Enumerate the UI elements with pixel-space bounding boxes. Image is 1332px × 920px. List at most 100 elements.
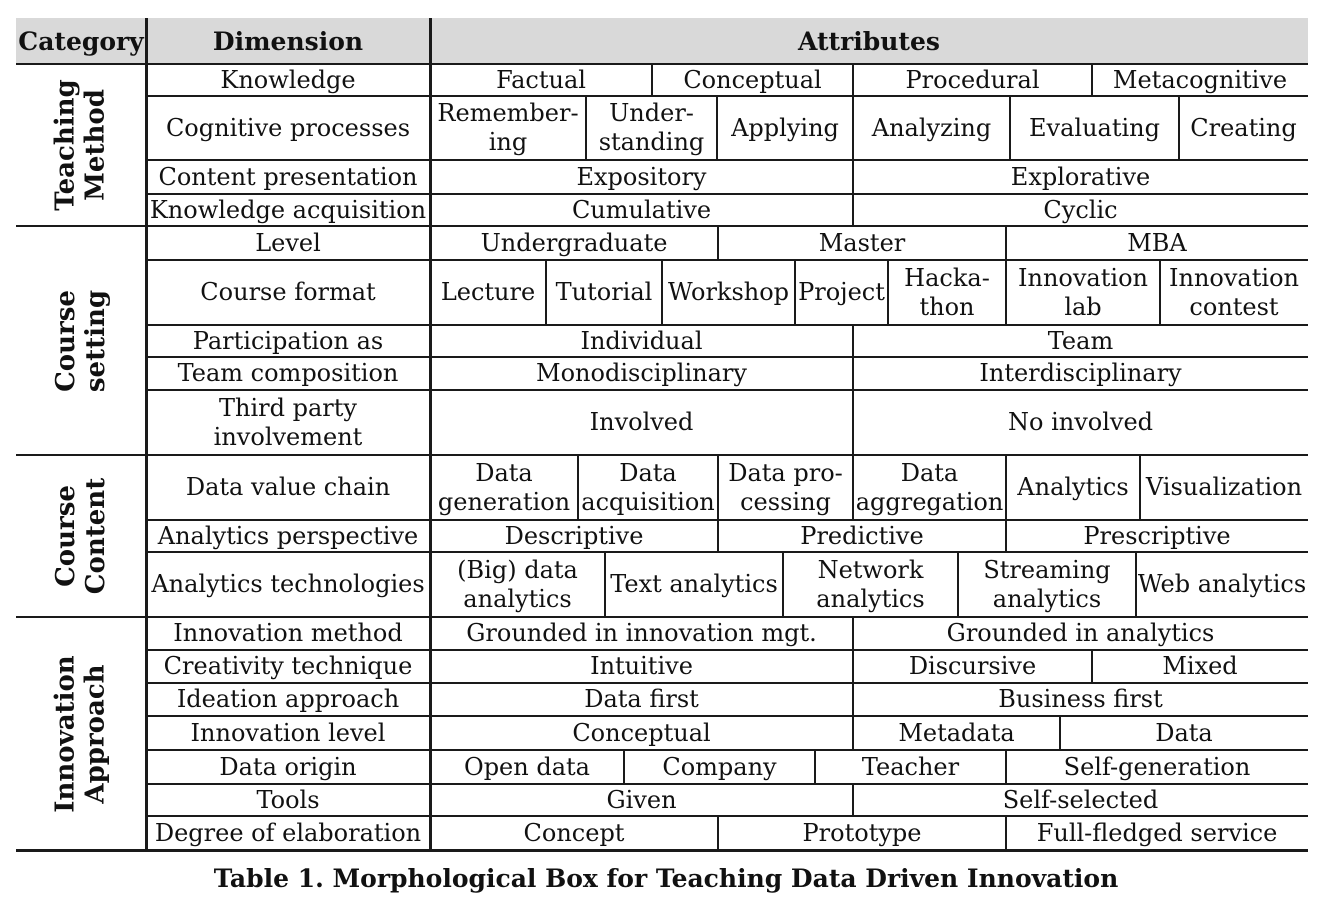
attribute-divider [1091, 650, 1093, 683]
category-cell: Teaching Method [16, 64, 146, 226]
category-label: Teaching Method [51, 79, 112, 211]
attribute-divider [585, 96, 587, 160]
row-divider [146, 519, 1308, 521]
attribute-cell: Business first [998, 685, 1163, 713]
table-bottom-line [16, 849, 1308, 852]
attribute-cell: Concept [523, 818, 625, 847]
attribute-cell: Workshop [667, 278, 790, 306]
category-cell: Course setting [16, 226, 146, 455]
category-divider [16, 454, 146, 456]
attribute-cell: Data aggregation [855, 458, 1004, 516]
row-divider [146, 225, 1308, 227]
dimension-cell: Ideation approach [176, 685, 400, 713]
attribute-cell: Analyzing [871, 113, 992, 142]
attribute-cell: Conceptual [683, 65, 822, 94]
category-cell: Course Content [16, 455, 146, 617]
row-divider [146, 356, 1308, 358]
attribute-cell: Interdisciplinary [979, 359, 1182, 387]
attribute-divider [852, 194, 854, 226]
attribute-cell: Web analytics [1137, 570, 1307, 598]
attribute-cell: Full-fledged service [1036, 818, 1278, 847]
row-divider [146, 324, 1308, 326]
attribute-cell: Discursive [908, 652, 1037, 680]
attribute-divider [1005, 520, 1007, 552]
dimension-cell: Analytics perspective [157, 521, 419, 550]
attribute-cell: Procedural [905, 65, 1040, 94]
attribute-cell: Involved [589, 408, 694, 436]
attribute-cell: Cumulative [571, 195, 712, 224]
row-divider [146, 551, 1308, 553]
dimension-cell: Innovation level [190, 718, 386, 747]
attribute-divider [782, 552, 784, 617]
attribute-cell: MBA [1127, 228, 1187, 257]
attribute-cell: Remember- ing [437, 99, 579, 156]
attribute-cell: Streaming analytics [983, 555, 1111, 613]
attribute-divider [1005, 816, 1007, 850]
row-divider [146, 815, 1308, 817]
attribute-divider [852, 455, 854, 520]
dimension-cell: Innovation method [173, 619, 403, 647]
category-label: Course Content [51, 477, 111, 595]
attribute-cell: Metacognitive [1112, 65, 1288, 94]
dimension-cell: Data origin [219, 752, 357, 781]
dimension-cell: Tools [256, 785, 320, 814]
attribute-cell: Data acquisition [581, 458, 715, 516]
attribute-cell: Company [662, 752, 777, 781]
attribute-cell: Lecture [440, 278, 536, 306]
row-divider [146, 259, 1308, 261]
attribute-divider [1135, 552, 1137, 617]
dimension-cell: Cognitive processes [165, 113, 411, 142]
attribute-divider [577, 455, 579, 520]
attribute-cell: Expository [576, 162, 707, 191]
header-category: Category [16, 18, 146, 64]
attribute-divider [852, 390, 854, 455]
attribute-cell: Explorative [1010, 162, 1151, 191]
attribute-divider [852, 617, 854, 650]
attribute-cell: Innovation contest [1169, 263, 1299, 321]
attribute-divider [1159, 260, 1161, 325]
attribute-divider [852, 357, 854, 390]
dimension-cell: Team composition [177, 359, 399, 387]
dimension-cell: Participation as [192, 326, 384, 355]
attribute-cell: Analytics [1017, 473, 1129, 501]
attribute-cell: Teacher [861, 752, 960, 781]
row-divider [146, 682, 1308, 684]
attribute-cell: Grounded in analytics [946, 619, 1215, 647]
attribute-divider [887, 260, 889, 325]
attribute-cell: Predictive [800, 521, 924, 550]
attribute-divider [623, 750, 625, 784]
attribute-divider [716, 96, 718, 160]
category-label: Innovation Approach [51, 654, 111, 813]
row-divider [146, 389, 1308, 391]
attribute-cell: Data first [584, 685, 699, 713]
attribute-cell: Data [1155, 718, 1213, 747]
attribute-divider [661, 260, 663, 325]
attribute-divider [1005, 226, 1007, 260]
attribute-divider [1059, 716, 1061, 750]
dimension-cell: Content presentation [158, 162, 418, 191]
attribute-divider [852, 325, 854, 357]
attribute-cell: Innovation lab [1018, 263, 1148, 321]
attribute-cell: Monodisciplinary [536, 359, 747, 387]
attribute-divider [1005, 750, 1007, 784]
dimension-cell: Knowledge [220, 65, 356, 94]
attribute-cell: Self-generation [1063, 752, 1251, 781]
dimension-cell: Course format [200, 278, 376, 306]
attribute-cell: Applying [731, 113, 839, 142]
attribute-divider [1139, 455, 1141, 520]
attribute-divider [814, 750, 816, 784]
attribute-divider [545, 260, 547, 325]
attribute-divider [852, 716, 854, 750]
row-divider [146, 454, 1308, 456]
row-divider [146, 95, 1308, 97]
attribute-cell: Factual [496, 65, 586, 94]
attribute-cell: Data pro- cessing [728, 458, 843, 516]
attribute-cell: Network analytics [816, 555, 925, 613]
attribute-cell: Prescriptive [1083, 521, 1231, 550]
dimension-cell: Degree of elaboration [154, 818, 422, 847]
attribute-cell: Visualization [1145, 473, 1303, 501]
row-divider [146, 749, 1308, 751]
attribute-divider [1178, 96, 1180, 160]
dimension-cell: Analytics technologies [151, 570, 425, 598]
row-divider [146, 783, 1308, 785]
